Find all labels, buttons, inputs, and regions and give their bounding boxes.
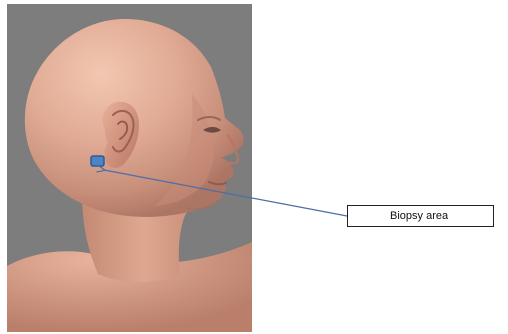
- biopsy-marker: [91, 156, 104, 166]
- biopsy-label: Biopsy area: [390, 210, 448, 223]
- head-profile-illustration: [7, 4, 252, 332]
- biopsy-label-box: Biopsy area: [347, 205, 494, 227]
- head-illustration-panel: [7, 4, 252, 332]
